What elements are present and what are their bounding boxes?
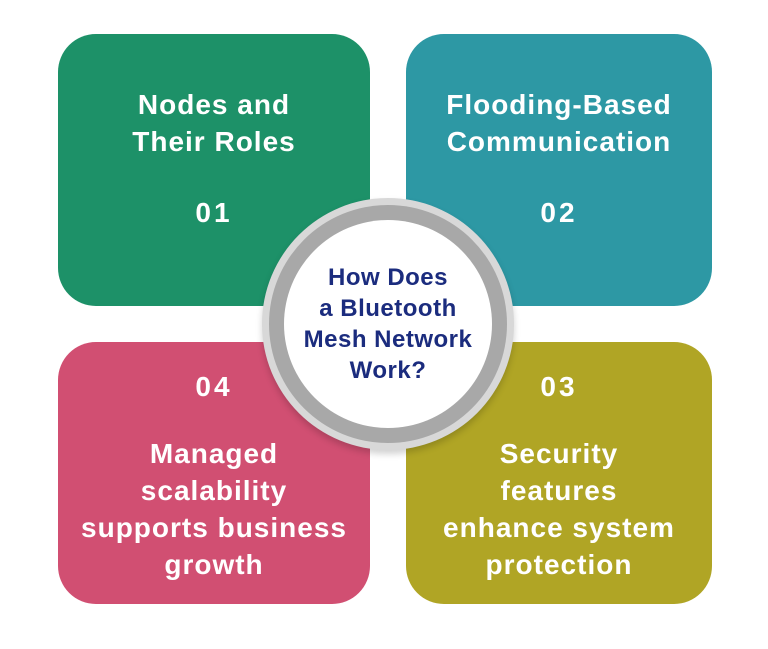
hub-title-line: a Bluetooth [319, 295, 457, 322]
card-title-line: Flooding-Based [446, 89, 672, 120]
card-title: Flooding-Based Communication [446, 86, 672, 160]
card-title-line: features [500, 475, 618, 506]
card-title-line: Communication [446, 126, 672, 157]
card-title-line: growth [164, 549, 264, 580]
card-number: 01 [195, 197, 233, 228]
card-nodes-and-their-roles: Nodes and Their Roles 01 [58, 34, 370, 306]
card-title-line: Managed [149, 438, 279, 469]
card-title-line: Their Roles [132, 126, 296, 157]
card-title: Nodes and Their Roles [132, 86, 295, 160]
hub-ring: How Does a Bluetooth Mesh Network Work? [269, 205, 507, 443]
card-title: Security features enhance system protect… [443, 435, 675, 583]
hub-title: How Does a Bluetooth Mesh Network Work? [284, 220, 492, 428]
card-title-line: protection [485, 549, 633, 580]
card-title-line: enhance system [443, 512, 675, 543]
center-hub: How Does a Bluetooth Mesh Network Work? [262, 198, 514, 450]
card-number: 04 [195, 371, 233, 402]
card-title-line: supports business [81, 512, 347, 543]
card-title-line: Nodes and [137, 89, 291, 120]
card-title-line: scalability [140, 475, 288, 506]
card-number: 02 [540, 197, 578, 228]
card-title: Managed scalability supports business gr… [81, 435, 347, 583]
hub-title-line: How Does [327, 264, 448, 291]
card-title-line: Security [499, 438, 619, 469]
card-number: 03 [540, 371, 578, 402]
hub-title-line: Work? [349, 357, 427, 384]
hub-title-line: Mesh Network [303, 326, 473, 353]
